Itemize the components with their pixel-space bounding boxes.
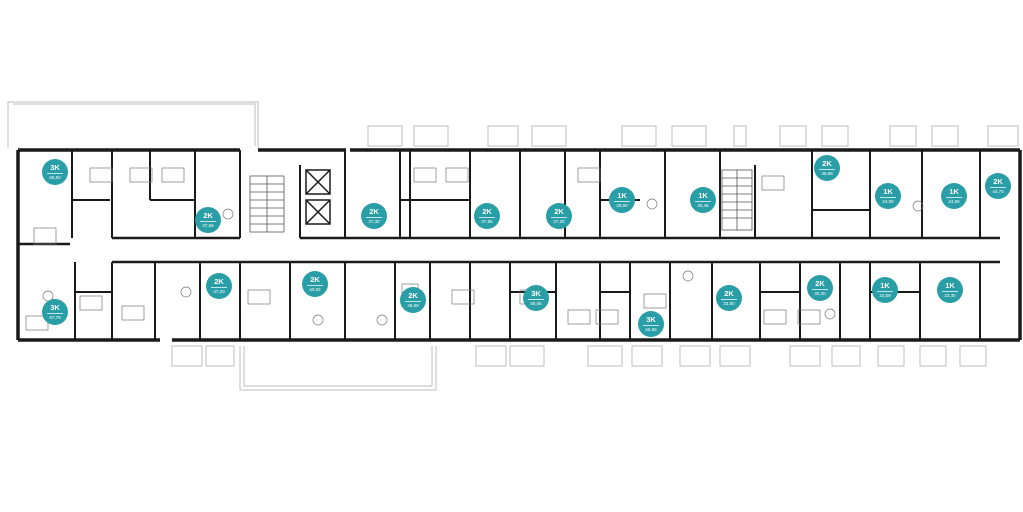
apartment-type: 2K [815, 279, 825, 288]
apartment-area: 58,66 [528, 299, 544, 307]
apartment-type: 1K [698, 191, 708, 200]
apartment-area: 24,09 [880, 197, 896, 205]
apartment-type: 2K [408, 291, 418, 300]
apartment-type: 3K [50, 303, 60, 312]
apartment-type: 2K [993, 177, 1003, 186]
apartment-area: 23,30 [942, 291, 958, 299]
partitions-top [71, 150, 981, 238]
terrace-left [7, 101, 259, 148]
apartment-type: 2K [203, 211, 213, 220]
apartment-area: 44,70 [990, 187, 1006, 195]
apartment-type: 3K [646, 315, 656, 324]
apartment-area: 67,79 [47, 313, 63, 321]
apartment-type: 2K [554, 207, 564, 216]
corridor-walls [18, 236, 1000, 264]
apartment-type: 2K [310, 275, 320, 284]
apartment-type: 3K [50, 163, 60, 172]
apartment-area: 37,30 [551, 217, 567, 225]
terrace-bottom [239, 346, 437, 391]
apartment-type: 1K [617, 191, 627, 200]
apartment-area: 40,82 [307, 285, 323, 293]
apartment-area: 37,69 [200, 221, 216, 229]
apartment-area: 33,80 [721, 299, 737, 307]
apartment-area: 47,20 [211, 287, 227, 295]
apartment-type: 1K [883, 187, 893, 196]
apartment-area: 37,30 [366, 217, 382, 225]
apartment-area: 55,56 [643, 325, 659, 333]
balconies-bottom [171, 345, 987, 391]
apartment-type: 1K [945, 281, 955, 290]
apartment-type: 1K [880, 281, 890, 290]
furniture [25, 167, 924, 331]
apartment-area: 33,30 [812, 289, 828, 297]
apartment-area: 24,66 [946, 197, 962, 205]
stairwell-right [721, 169, 753, 231]
elevator-shafts [305, 169, 331, 225]
stairwell-left [249, 175, 285, 233]
apartment-area: 37,66 [479, 217, 495, 225]
apartment-type: 3K [531, 289, 541, 298]
apartment-area: 46,88 [819, 169, 835, 177]
apartment-type: 1K [949, 187, 959, 196]
apartment-area: 46,68 [405, 301, 421, 309]
apartment-area: 25,90 [614, 201, 630, 209]
apartment-type: 2K [369, 207, 379, 216]
apartment-type: 2K [822, 159, 832, 168]
apartment-area: 66,50 [47, 173, 63, 181]
apartment-area: 23,59 [877, 291, 893, 299]
partitions-bottom [74, 262, 981, 340]
apartment-type: 2K [724, 289, 734, 298]
apartment-type: 2K [214, 277, 224, 286]
apartment-type: 2K [482, 207, 492, 216]
balconies-top [7, 101, 1019, 148]
apartment-area: 26,46 [695, 201, 711, 209]
